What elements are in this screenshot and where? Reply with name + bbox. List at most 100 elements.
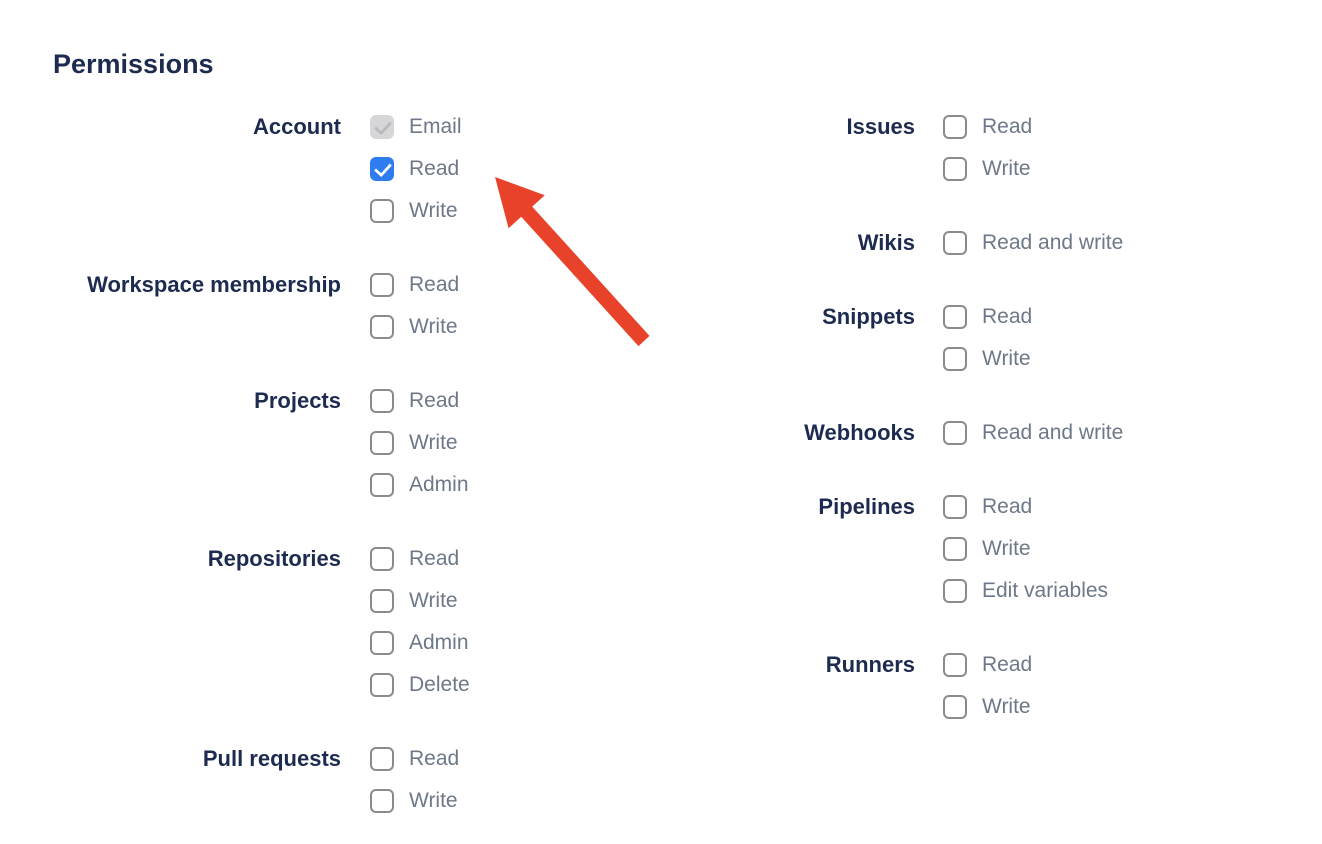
wikis-read-and-write-checkbox[interactable] — [943, 231, 967, 255]
options-wikis: Read and write — [943, 229, 1123, 271]
runners-read-label[interactable]: Read — [982, 653, 1033, 676]
runners-write-checkbox[interactable] — [943, 695, 967, 719]
pipelines-write-label[interactable]: Write — [982, 537, 1031, 560]
repositories-admin-checkbox[interactable] — [370, 631, 394, 655]
issues-read-checkbox[interactable] — [943, 115, 967, 139]
option-row-repositories-read: Read — [370, 545, 470, 573]
option-row-projects-write: Write — [370, 429, 469, 457]
repositories-write-checkbox[interactable] — [370, 589, 394, 613]
option-row-pull-requests-write: Write — [370, 787, 459, 815]
perm-group-wikis: Wikis Read and write — [660, 229, 1123, 271]
snippets-write-label[interactable]: Write — [982, 347, 1031, 370]
projects-admin-checkbox[interactable] — [370, 473, 394, 497]
group-label-workspace-membership: Workspace membership — [87, 272, 341, 297]
pipelines-edit-variables-checkbox[interactable] — [943, 579, 967, 603]
option-row-runners-read: Read — [943, 651, 1032, 679]
pipelines-edit-variables-label[interactable]: Edit variables — [982, 579, 1109, 602]
webhooks-read-and-write-checkbox[interactable] — [943, 421, 967, 445]
option-row-issues-read: Read — [943, 113, 1032, 141]
option-row-workspace-membership-read: Read — [370, 271, 459, 299]
option-row-snippets-write: Write — [943, 345, 1032, 373]
option-row-runners-write: Write — [943, 693, 1032, 721]
workspace-membership-write-label[interactable]: Write — [409, 315, 458, 338]
wikis-read-and-write-label[interactable]: Read and write — [982, 231, 1124, 254]
snippets-read-checkbox[interactable] — [943, 305, 967, 329]
option-row-projects-read: Read — [370, 387, 469, 415]
option-row-account-read: Read — [370, 155, 462, 183]
group-label-pull-requests: Pull requests — [202, 746, 341, 771]
option-row-account-write: Write — [370, 197, 462, 225]
account-email-checkbox — [370, 115, 394, 139]
options-webhooks: Read and write — [943, 419, 1123, 461]
webhooks-read-and-write-label[interactable]: Read and write — [982, 421, 1124, 444]
projects-read-label[interactable]: Read — [409, 389, 460, 412]
snippets-read-label[interactable]: Read — [982, 305, 1033, 328]
group-label-account: Account — [253, 114, 341, 139]
option-row-snippets-read: Read — [943, 303, 1032, 331]
option-row-repositories-delete: Delete — [370, 671, 470, 699]
account-write-label[interactable]: Write — [409, 199, 458, 222]
repositories-admin-label[interactable]: Admin — [409, 631, 469, 654]
repositories-delete-checkbox[interactable] — [370, 673, 394, 697]
group-label-projects: Projects — [254, 388, 341, 413]
group-label-snippets: Snippets — [822, 304, 915, 329]
pull-requests-write-checkbox[interactable] — [370, 789, 394, 813]
option-row-webhooks-read-and-write: Read and write — [943, 419, 1123, 447]
account-write-checkbox[interactable] — [370, 199, 394, 223]
workspace-membership-read-checkbox[interactable] — [370, 273, 394, 297]
option-row-pipelines-edit-variables: Edit variables — [943, 577, 1108, 605]
group-label-repositories: Repositories — [207, 546, 341, 571]
account-read-label[interactable]: Read — [409, 157, 460, 180]
pipelines-read-checkbox[interactable] — [943, 495, 967, 519]
option-row-wikis-read-and-write: Read and write — [943, 229, 1123, 257]
runners-read-checkbox[interactable] — [943, 653, 967, 677]
permissions-heading: Permissions — [53, 49, 214, 79]
repositories-read-checkbox[interactable] — [370, 547, 394, 571]
issues-read-label[interactable]: Read — [982, 115, 1033, 138]
repositories-write-label[interactable]: Write — [409, 589, 458, 612]
repositories-read-label[interactable]: Read — [409, 547, 460, 570]
projects-write-checkbox[interactable] — [370, 431, 394, 455]
group-label-issues: Issues — [846, 114, 916, 139]
issues-write-checkbox[interactable] — [943, 157, 967, 181]
pipelines-read-label[interactable]: Read — [982, 495, 1033, 518]
account-email-label[interactable]: Email — [409, 115, 462, 138]
pull-requests-write-label[interactable]: Write — [409, 789, 458, 812]
projects-admin-label[interactable]: Admin — [409, 473, 469, 496]
repositories-delete-label[interactable]: Delete — [409, 673, 470, 696]
pull-requests-read-label[interactable]: Read — [409, 747, 460, 770]
issues-write-label[interactable]: Write — [982, 157, 1031, 180]
account-read-checkbox[interactable] — [370, 157, 394, 181]
projects-read-checkbox[interactable] — [370, 389, 394, 413]
option-row-pull-requests-read: Read — [370, 745, 459, 773]
projects-write-label[interactable]: Write — [409, 431, 458, 454]
option-row-issues-write: Write — [943, 155, 1032, 183]
option-row-pipelines-write: Write — [943, 535, 1108, 563]
snippets-write-checkbox[interactable] — [943, 347, 967, 371]
group-label-webhooks: Webhooks — [804, 420, 915, 445]
option-row-workspace-membership-write: Write — [370, 313, 459, 341]
group-label-wikis: Wikis — [857, 230, 915, 255]
pipelines-write-checkbox[interactable] — [943, 537, 967, 561]
workspace-membership-write-checkbox[interactable] — [370, 315, 394, 339]
runners-write-label[interactable]: Write — [982, 695, 1031, 718]
workspace-membership-read-label[interactable]: Read — [409, 273, 460, 296]
pull-requests-read-checkbox[interactable] — [370, 747, 394, 771]
